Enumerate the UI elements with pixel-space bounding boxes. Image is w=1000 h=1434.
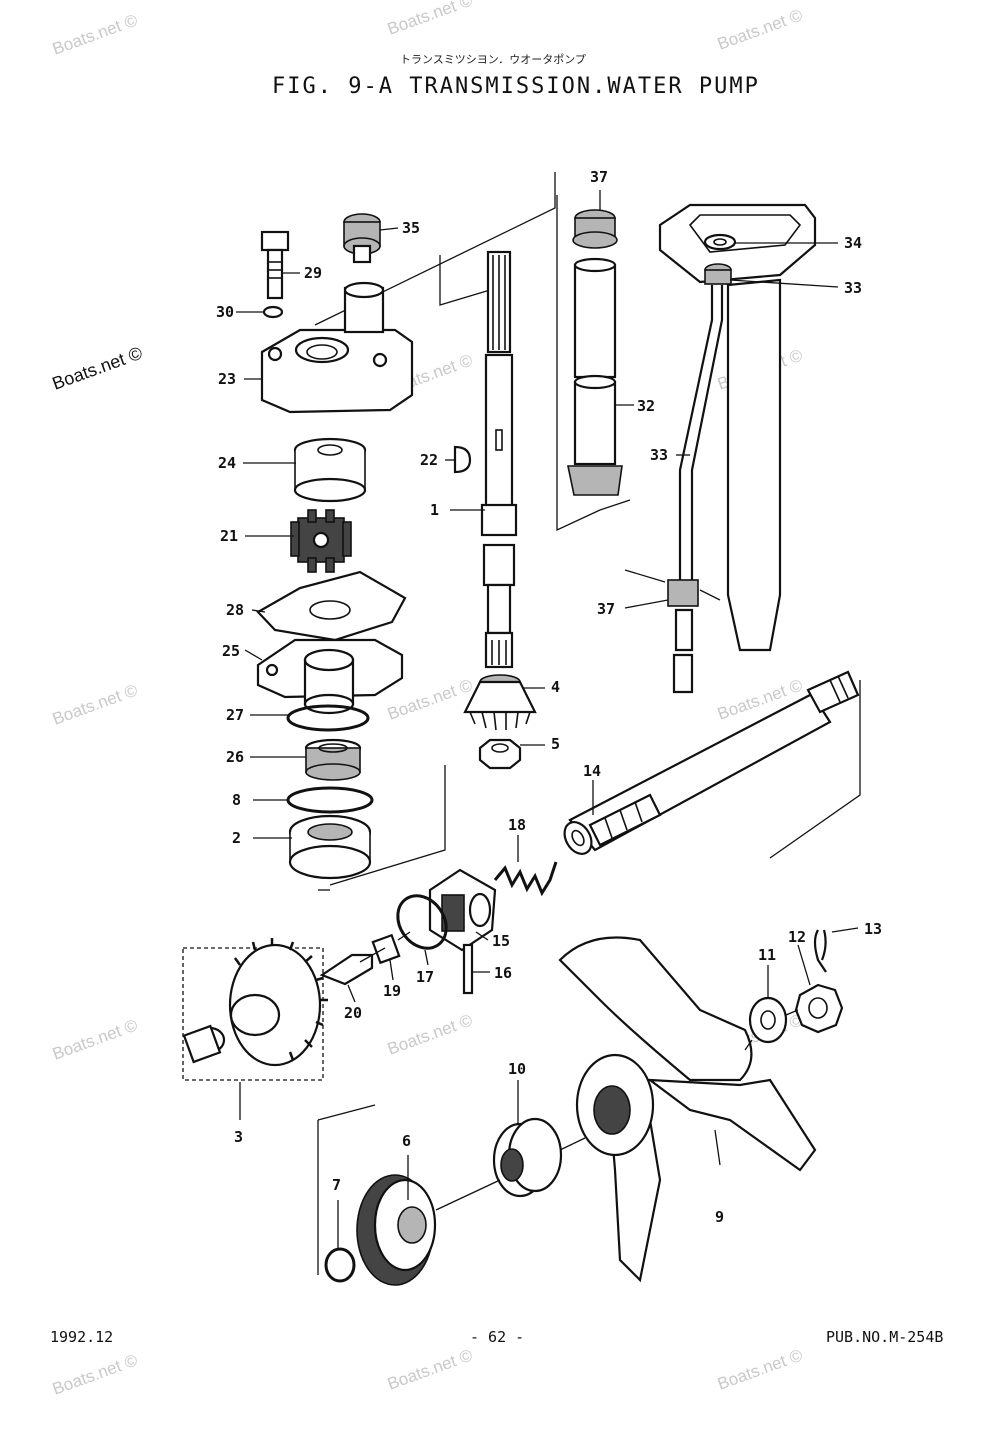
part-4-pinion bbox=[463, 674, 537, 731]
part-34-grommet bbox=[703, 233, 737, 251]
watermark: Boats.net © bbox=[50, 343, 145, 394]
watermark: Boats.net © bbox=[50, 1015, 141, 1063]
callout-24: 24 bbox=[218, 454, 236, 472]
part-10-thrust-hub bbox=[492, 1117, 563, 1198]
footer-publication-number: PUB.NO.M-254B bbox=[826, 1328, 943, 1346]
callout-13: 13 bbox=[864, 920, 882, 938]
japanese-title: トランスミツシヨン．ウオータポンプ bbox=[400, 53, 586, 66]
callout-35: 35 bbox=[402, 219, 420, 237]
watermark: Boats.net © bbox=[385, 675, 476, 723]
callout-20: 20 bbox=[344, 1004, 362, 1022]
footer-page-number: - 62 - bbox=[470, 1328, 524, 1346]
callout-18: 18 bbox=[508, 816, 526, 834]
callout-26: 26 bbox=[226, 748, 244, 766]
part-27-o-ring bbox=[286, 704, 370, 732]
watermark: Boats.net © bbox=[50, 1350, 141, 1398]
callout-16: 16 bbox=[494, 964, 512, 982]
callout-33: 33 bbox=[650, 446, 668, 464]
part-37-grommet bbox=[572, 209, 618, 249]
part-20-cam bbox=[319, 953, 374, 986]
callout-37: 37 bbox=[597, 600, 615, 618]
callout-3: 3 bbox=[234, 1128, 243, 1146]
callout-34: 34 bbox=[844, 234, 862, 252]
assembly-axis-lines bbox=[318, 569, 799, 1211]
watermark: Boats.net © bbox=[715, 1345, 806, 1393]
part-33-pipe bbox=[667, 263, 732, 694]
part-22-key bbox=[453, 445, 472, 474]
part-26-bearing bbox=[304, 738, 362, 781]
callout-8: 8 bbox=[232, 791, 241, 809]
callout-25: 25 bbox=[222, 642, 240, 660]
part-12-castle-nut bbox=[794, 983, 844, 1034]
callout-29: 29 bbox=[304, 264, 322, 282]
leader-lines bbox=[236, 190, 859, 1250]
part-14-propeller-shaft bbox=[563, 670, 860, 855]
part-16-pin bbox=[462, 943, 474, 995]
part-3-forward-gear bbox=[182, 938, 328, 1067]
part-21-impeller bbox=[290, 509, 352, 573]
part-6-reverse-gear bbox=[356, 1174, 437, 1286]
part-25-pump-base bbox=[256, 638, 404, 715]
callout-33: 33 bbox=[844, 279, 862, 297]
part-17-ring bbox=[396, 894, 448, 950]
watermark: Boats.net © bbox=[50, 10, 141, 58]
watermark: Boats.net © bbox=[385, 1010, 476, 1058]
part-32-water-tube bbox=[567, 257, 623, 496]
callout-11: 11 bbox=[758, 946, 776, 964]
callout-1: 1 bbox=[430, 501, 439, 519]
figure-title: FIG. 9-A TRANSMISSION.WATER PUMP bbox=[272, 74, 760, 99]
callout-37: 37 bbox=[590, 168, 608, 186]
part-1-drive-shaft bbox=[480, 250, 518, 669]
watermark: Boats.net © bbox=[385, 0, 476, 39]
callout-17: 17 bbox=[416, 968, 434, 986]
callout-12: 12 bbox=[788, 928, 806, 946]
callout-22: 22 bbox=[420, 451, 438, 469]
watermark: Boats.net © bbox=[715, 5, 806, 53]
part-28-gasket bbox=[256, 570, 407, 642]
callout-4: 4 bbox=[551, 678, 560, 696]
callout-labels: 1 2 3 4 5 6 7 8 9 10 11 12 13 14 15 16 1… bbox=[216, 168, 882, 1226]
part-30-washer bbox=[262, 305, 284, 319]
callout-14: 14 bbox=[583, 762, 601, 780]
callout-7: 7 bbox=[332, 1176, 341, 1194]
part-18-spring bbox=[493, 861, 558, 897]
part-5-nut bbox=[478, 738, 522, 770]
callout-15: 15 bbox=[492, 932, 510, 950]
footer-date: 1992.12 bbox=[50, 1328, 113, 1346]
callout-27: 27 bbox=[226, 706, 244, 724]
watermark: Boats.net © bbox=[385, 1345, 476, 1393]
callout-21: 21 bbox=[220, 527, 238, 545]
part-2-bearing-housing bbox=[288, 814, 372, 880]
callout-30: 30 bbox=[216, 303, 234, 321]
part-11-washer bbox=[748, 996, 788, 1044]
callout-9: 9 bbox=[715, 1208, 724, 1226]
callout-6: 6 bbox=[402, 1132, 411, 1150]
callout-28: 28 bbox=[226, 601, 244, 619]
part-23-pump-housing bbox=[260, 281, 414, 414]
callout-10: 10 bbox=[508, 1060, 526, 1078]
part-35-grommet bbox=[343, 213, 381, 264]
callout-5: 5 bbox=[551, 735, 560, 753]
part-7-ring bbox=[324, 1247, 356, 1283]
callout-2: 2 bbox=[232, 829, 241, 847]
part-24-insert-cartridge bbox=[293, 437, 367, 503]
watermark: Boats.net © bbox=[50, 680, 141, 728]
part-19-plunger bbox=[371, 933, 401, 965]
part-9-propeller bbox=[558, 936, 817, 1283]
part-8-o-ring bbox=[286, 786, 374, 814]
part-13-cotter-pin bbox=[813, 929, 827, 973]
group-bracket-lines bbox=[182, 172, 861, 1275]
callout-19: 19 bbox=[383, 982, 401, 1000]
part-29-bolt bbox=[260, 230, 290, 300]
callout-23: 23 bbox=[218, 370, 236, 388]
callout-32: 32 bbox=[637, 397, 655, 415]
